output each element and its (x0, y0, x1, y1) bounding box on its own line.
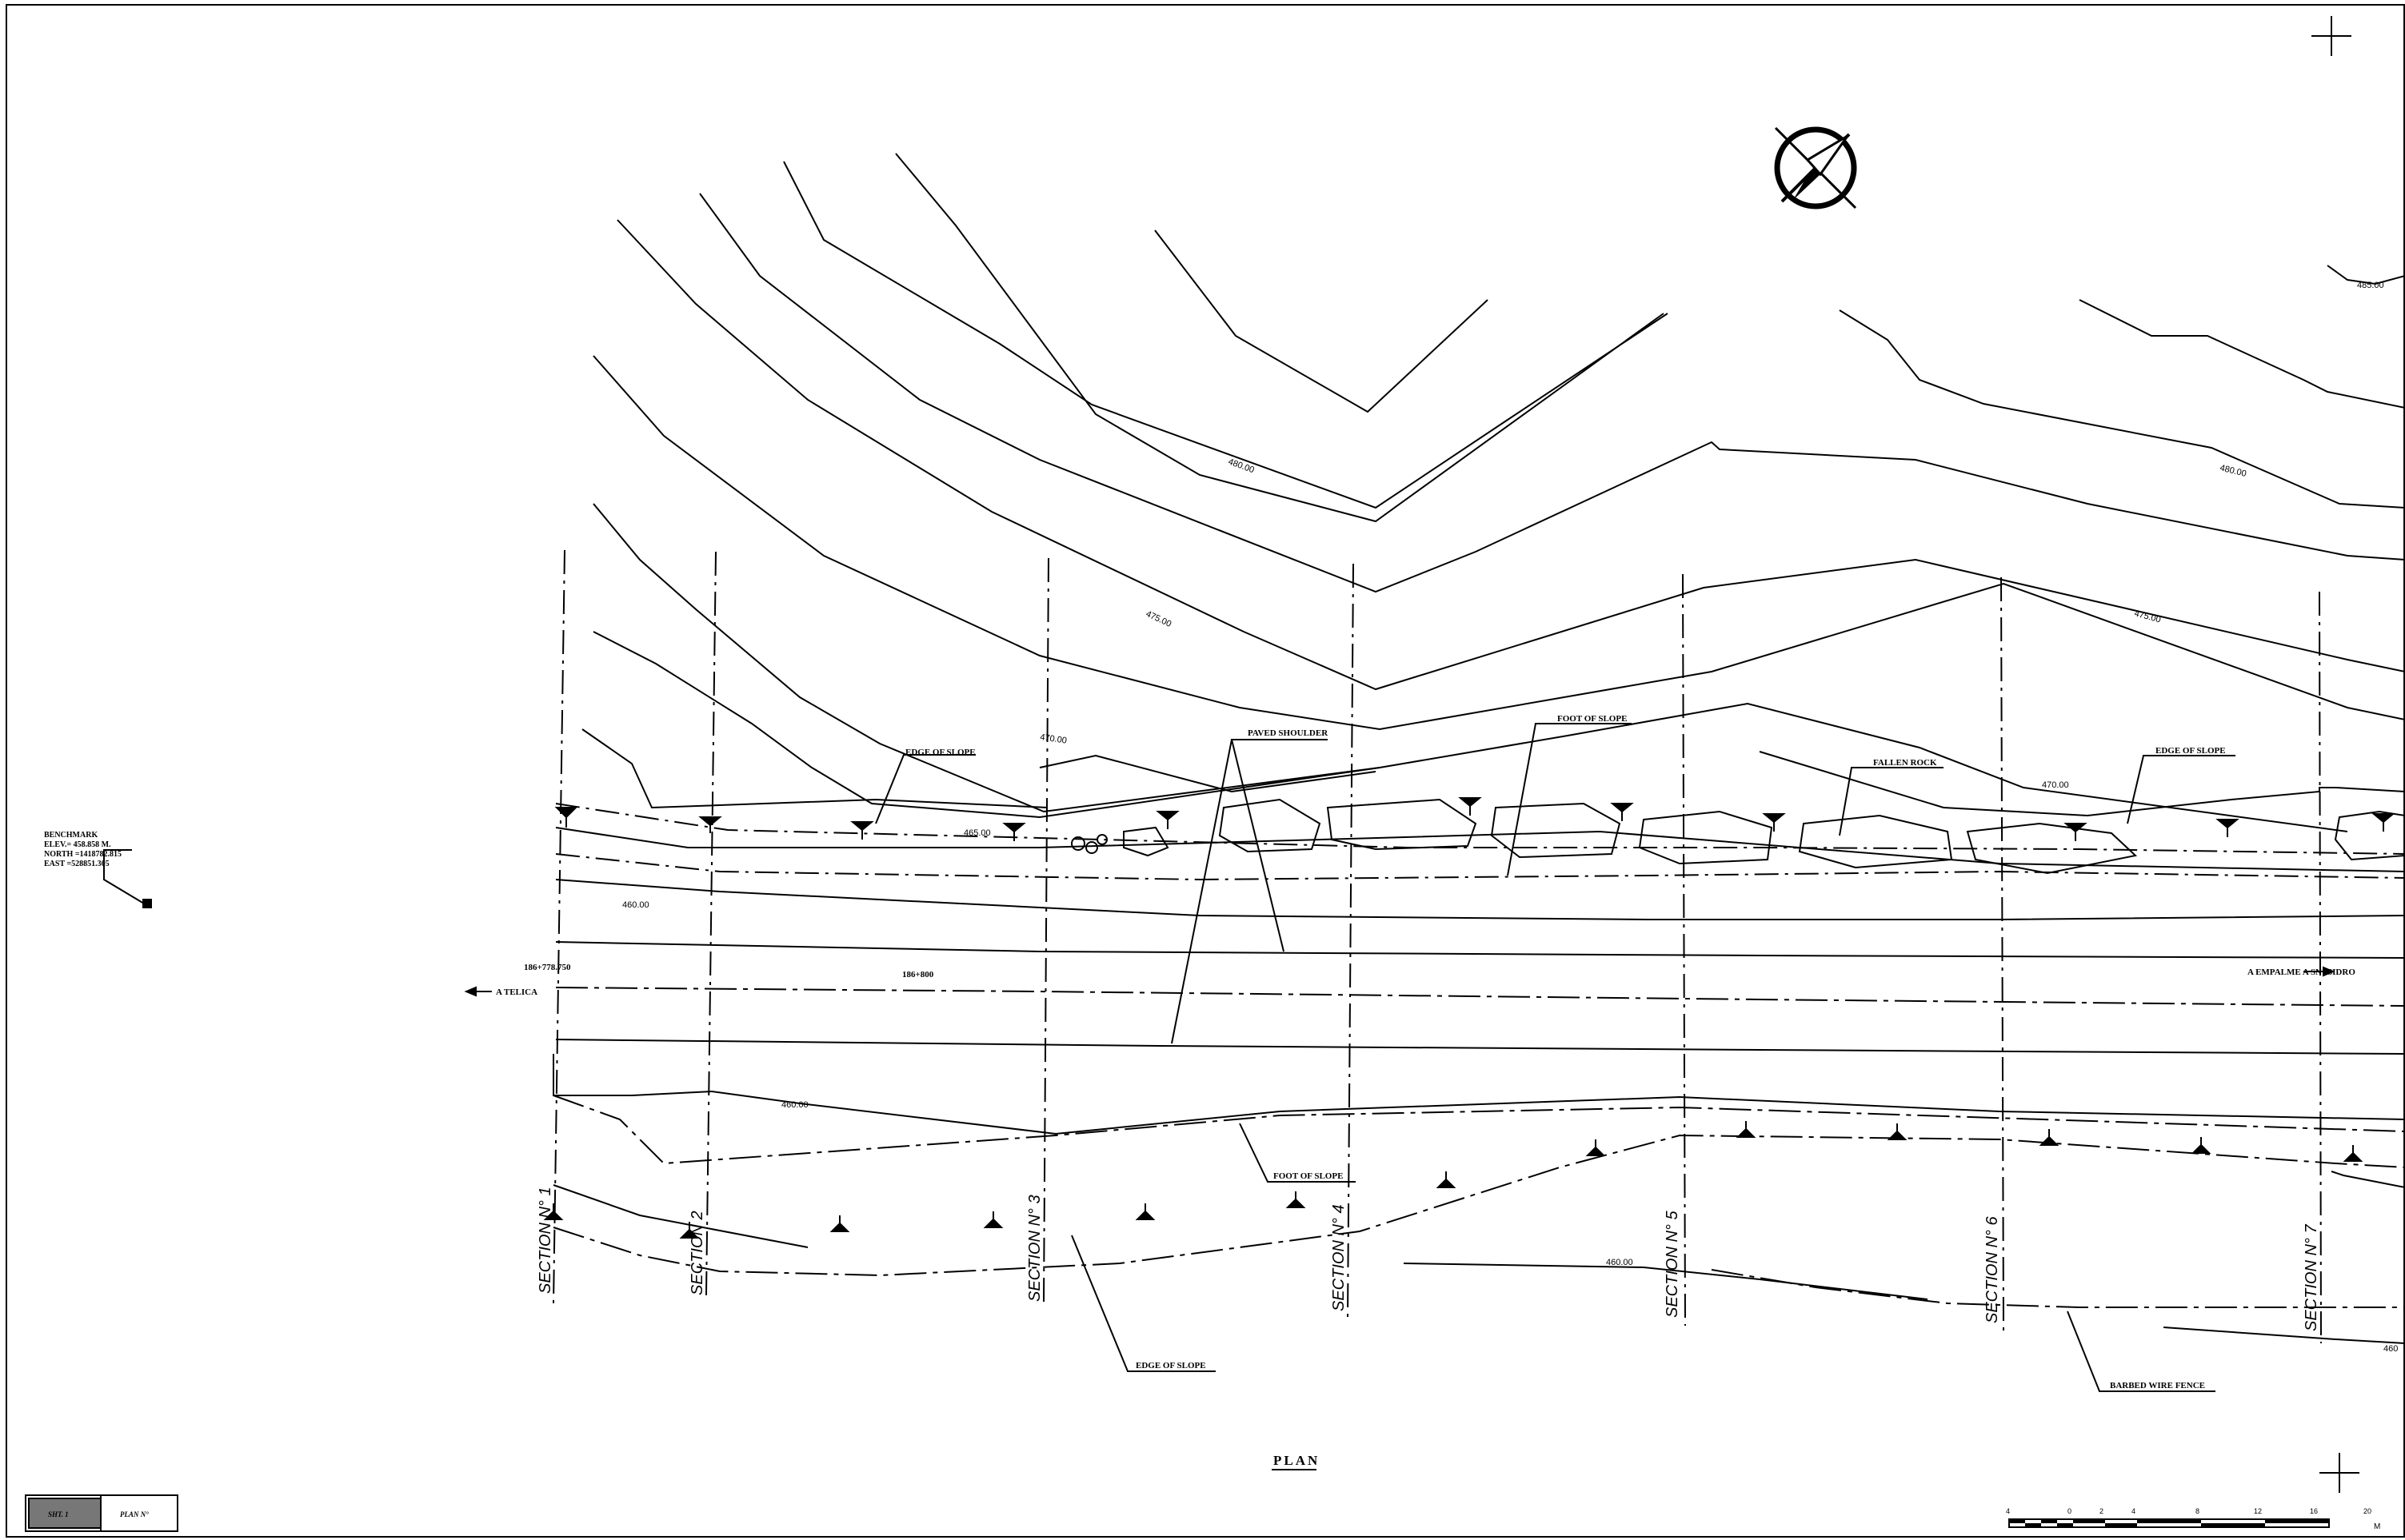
contour-labels: 480.00 480.00 475.00 475.00 470.00 470.0… (622, 281, 2398, 1354)
slope-symbols (543, 797, 2395, 1239)
contour-label: 460.00 (1606, 1258, 1633, 1267)
benchmark-north: NORTH =1418782.815 (44, 850, 122, 859)
scale-tick-label: 12 (2254, 1507, 2262, 1515)
contour-label: 480.00 (1227, 457, 1256, 476)
road-alignment (553, 803, 2405, 1344)
section-labels: SECTION N° 1 SECTION 2 SECTION N° 3 SECT… (537, 1187, 2320, 1331)
benchmark-elev: ELEV.= 458.858 M. (44, 840, 111, 849)
scale-tick-label: 2 (2099, 1507, 2103, 1515)
direction-arrow-right-icon (2303, 966, 2335, 977)
annotation-foot-of-slope: FOOT OF SLOPE (1557, 714, 1627, 724)
annotation-fallen-rock: FALLEN ROCK (1873, 758, 1937, 768)
scale-bar: 4 0 2 4 8 12 16 20 M (2006, 1507, 2380, 1531)
benchmark-east: EAST =528851.305 (44, 860, 110, 868)
annotation-edge-of-slope: EDGE OF SLOPE (905, 748, 976, 757)
north-arrow-icon (1774, 126, 1857, 209)
scale-tick-label: 16 (2310, 1507, 2318, 1515)
leader-lines (103, 723, 2235, 1392)
contour-label: 470.00 (1040, 732, 1068, 746)
section-label: SECTION 2 (689, 1211, 706, 1295)
legend-box: SHT. 1 PLAN N° (25, 1494, 178, 1532)
annotation-edge-of-slope: EDGE OF SLOPE (1136, 1361, 1206, 1370)
contour-label: 470.00 (2042, 780, 2069, 790)
contour-label: 475.00 (2133, 608, 2162, 624)
section-label: SECTION N° 7 (2303, 1224, 2320, 1331)
direction-label-left: A TELICA (496, 987, 537, 997)
direction-label-right: A EMPALME A SN ISIDRO (2247, 967, 2355, 977)
direction-arrow-left-icon (464, 986, 492, 997)
contour-label: 460.00 (781, 1100, 809, 1110)
contour-label: 465.00 (964, 828, 991, 838)
annotation-barbed-wire-fence: BARBED WIRE FENCE (2110, 1381, 2205, 1390)
scale-tick-label: 8 (2195, 1507, 2199, 1515)
scale-tick-label: 20 (2363, 1507, 2371, 1515)
contour-label: 480.00 (2219, 463, 2247, 479)
crosshair-icon (2311, 16, 2351, 56)
legend-box-text: PLAN N° (120, 1510, 149, 1518)
contour-label: 475.00 (1145, 609, 1173, 629)
legend-swatch-text: SHT. 1 (48, 1510, 69, 1518)
drawing-title: PLAN (1273, 1453, 1320, 1468)
section-label: SECTION N° 4 (1330, 1204, 1348, 1311)
annotation-edge-of-slope: EDGE OF SLOPE (2155, 746, 2226, 756)
section-label: SECTION N° 1 (537, 1187, 554, 1294)
section-lines (553, 549, 2322, 1344)
section-label: SECTION N° 5 (1664, 1211, 1681, 1318)
annotation-paved-shoulder: PAVED SHOULDER (1248, 728, 1328, 738)
benchmark-marker (142, 899, 152, 908)
scale-unit: M (2374, 1522, 2380, 1531)
benchmark-heading: BENCHMARK (44, 831, 98, 840)
contour-lines-upper (581, 153, 2405, 832)
contour-label: 485.00 (2357, 281, 2384, 290)
crosshair-icon (2319, 1453, 2359, 1493)
section-label: SECTION N° 6 (1984, 1216, 2001, 1323)
sheet-border (6, 4, 2405, 1538)
section-label: SECTION N° 3 (1026, 1195, 1044, 1302)
contour-label: 460.00 (622, 900, 649, 910)
contour-label: 460 (2383, 1344, 2398, 1354)
station-label: 186+778.750 (524, 963, 571, 972)
scale-tick-label: 0 (2067, 1507, 2071, 1515)
annotation-foot-of-slope: FOOT OF SLOPE (1273, 1171, 1343, 1181)
benchmark-block: BENCHMARK ELEV.= 458.858 M. NORTH =14187… (44, 831, 122, 868)
scale-tick-label: 4 (2131, 1507, 2135, 1515)
scale-tick-label: 4 (2006, 1507, 2010, 1515)
station-label: 186+800 (902, 970, 934, 979)
fallen-rock-outlines (1071, 798, 2405, 875)
